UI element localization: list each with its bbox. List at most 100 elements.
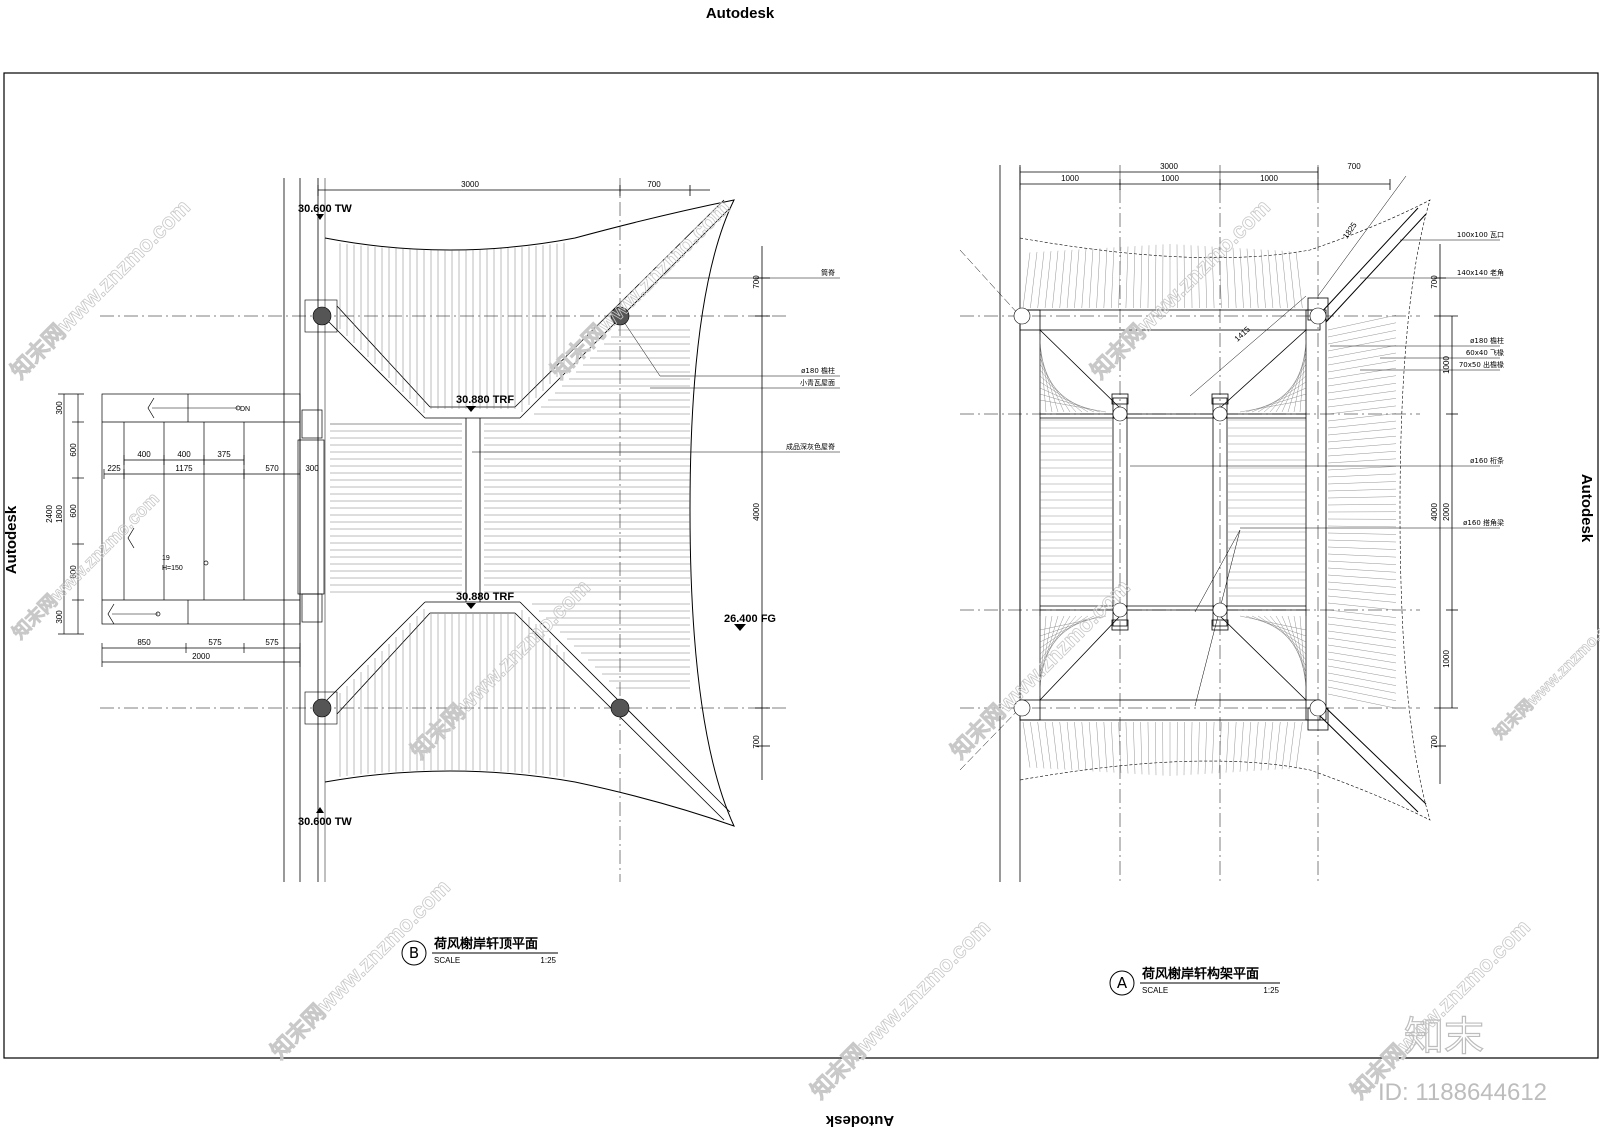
plan-a-text: 3000 700 1000 1000 1000 1825 1415 700 40… [1061, 162, 1504, 749]
svg-text:知末网www.znzmo.com: 知末网www.znzmo.com [1086, 194, 1275, 383]
svg-text:1415: 1415 [1233, 324, 1253, 343]
columns-a [1013, 307, 1327, 717]
svg-text:荷风榭岸轩构架平面: 荷风榭岸轩构架平面 [1141, 966, 1259, 982]
svg-text:700: 700 [752, 735, 761, 749]
svg-text:ø160 搭角梁: ø160 搭角梁 [1463, 518, 1504, 527]
column-a-inner1 [1112, 406, 1128, 422]
svg-text:知末网www.znzmo.com: 知末网www.znzmo.com [806, 914, 995, 1103]
svg-text:1000: 1000 [1442, 650, 1451, 668]
title-block-b: B 荷风榭岸轩顶平面 SCALE 1:25 [401, 936, 558, 966]
svg-text:A: A [1117, 974, 1128, 992]
svg-text:300: 300 [55, 401, 64, 415]
column-a-sw [1013, 699, 1031, 717]
svg-text:700: 700 [647, 180, 661, 189]
autodesk-label-bottom: Autodesk [825, 1112, 894, 1129]
svg-text:小青瓦屋面: 小青瓦屋面 [800, 378, 835, 387]
svg-text:2000: 2000 [192, 652, 210, 661]
column-a-inner3 [1112, 602, 1128, 618]
svg-text:ø160 桁条: ø160 桁条 [1470, 456, 1504, 465]
stair-detail [58, 393, 325, 667]
svg-text:筒脊: 筒脊 [821, 268, 835, 277]
svg-text:140x140 老角: 140x140 老角 [1457, 268, 1504, 277]
svg-text:100x100 瓦口: 100x100 瓦口 [1457, 231, 1504, 239]
framing-plan-a [959, 165, 1500, 882]
svg-text:60x40 飞椽: 60x40 飞椽 [1466, 348, 1504, 357]
svg-text:B: B [409, 944, 419, 962]
svg-text:575: 575 [265, 638, 279, 647]
svg-text:600: 600 [69, 565, 78, 579]
rafter-hatching [1022, 244, 1397, 776]
sheet-border [3, 72, 1599, 1059]
svg-text:知末网www.znzmo.com: 知末网www.znzmo.com [6, 194, 195, 383]
svg-text:H=150: H=150 [162, 565, 183, 572]
svg-text:SCALE: SCALE [1142, 986, 1168, 995]
svg-text:30.600 TW: 30.600 TW [298, 203, 352, 215]
svg-text:570: 570 [265, 464, 279, 473]
column-a-inner2 [1212, 406, 1228, 422]
svg-text:600: 600 [69, 504, 78, 518]
autodesk-label-right: Autodesk [1578, 474, 1595, 543]
roof-tile-hatching [330, 242, 690, 778]
stair-detail-text: 2400 300 600 1800 600 600 300 400 400 37… [45, 401, 319, 661]
svg-text:26.400 FG: 26.400 FG [724, 613, 776, 625]
svg-text:400: 400 [177, 450, 191, 459]
svg-text:4000: 4000 [752, 503, 761, 521]
svg-text:850: 850 [137, 638, 151, 647]
svg-text:1000: 1000 [1061, 174, 1079, 183]
svg-text:知末网www.znzmo.com: 知末网www.znzmo.com [1346, 914, 1535, 1103]
svg-text:SCALE: SCALE [434, 956, 460, 965]
svg-text:375: 375 [217, 450, 231, 459]
svg-text:1825: 1825 [1341, 220, 1359, 240]
svg-text:知末网www.znzmo.com: 知末网www.znzmo.com [266, 874, 455, 1063]
svg-text:1000: 1000 [1161, 174, 1179, 183]
svg-text:1800: 1800 [55, 505, 64, 523]
svg-text:19: 19 [162, 555, 170, 562]
svg-text:30.600 TW: 30.600 TW [298, 816, 352, 828]
autodesk-label-left: Autodesk [3, 505, 20, 574]
svg-text:600: 600 [69, 443, 78, 457]
svg-text:700: 700 [752, 275, 761, 289]
svg-text:70x50 出檐椽: 70x50 出檐椽 [1459, 360, 1504, 369]
column-a-ne [1309, 307, 1327, 325]
svg-text:2000: 2000 [1442, 503, 1451, 521]
watermark-layer: 知末网www.znzmo.com 知末网www.znzmo.com 知末网www… [5, 194, 1600, 1106]
columns-b [304, 299, 630, 725]
column-nw [312, 306, 332, 326]
svg-text:荷风榭岸轩顶平面: 荷风榭岸轩顶平面 [433, 936, 538, 952]
svg-text:1000: 1000 [1442, 356, 1451, 374]
svg-text:700: 700 [1430, 275, 1439, 289]
column-a-nw [1013, 307, 1031, 325]
column-a-se [1309, 699, 1327, 717]
svg-text:4000: 4000 [1430, 503, 1439, 521]
column-ne [610, 306, 630, 326]
svg-text:成品深灰色屋脊: 成品深灰色屋脊 [786, 442, 835, 451]
column-se [610, 698, 630, 718]
roof-plan-b [100, 178, 840, 882]
plan-b-text: 3000 700 700 4000 700 筒脊 ø180 檐柱 小青瓦屋面 成… [298, 180, 835, 828]
svg-text:300: 300 [305, 464, 319, 473]
svg-text:1000: 1000 [1260, 174, 1278, 183]
svg-text:3000: 3000 [461, 180, 479, 189]
title-block-a: A 荷风榭岸轩构架平面 SCALE 1:25 [1109, 966, 1280, 996]
svg-text:知末: 知末 [1404, 1014, 1484, 1060]
autodesk-label-top: Autodesk [706, 5, 775, 22]
svg-text:225: 225 [107, 464, 121, 473]
svg-text:DN: DN [240, 406, 250, 413]
column-sw [312, 698, 332, 718]
svg-text:700: 700 [1347, 162, 1361, 171]
svg-text:575: 575 [208, 638, 222, 647]
svg-text:ø180 檐柱: ø180 檐柱 [1470, 336, 1504, 345]
elevation-markers-b [316, 214, 746, 813]
svg-text:ID: 1188644612: ID: 1188644612 [1378, 1079, 1547, 1106]
svg-text:400: 400 [137, 450, 151, 459]
column-a-inner4 [1212, 602, 1228, 618]
svg-text:3000: 3000 [1160, 162, 1178, 171]
svg-text:2400: 2400 [45, 505, 54, 523]
svg-text:30.880 TRF: 30.880 TRF [456, 591, 514, 603]
svg-text:30.880 TRF: 30.880 TRF [456, 394, 514, 406]
svg-text:知末网www.znzmo.com: 知末网www.znzmo.com [946, 574, 1135, 763]
svg-text:700: 700 [1430, 735, 1439, 749]
svg-text:知末网www.znzmo.com: 知末网www.znzmo.com [8, 488, 163, 643]
svg-text:1:25: 1:25 [540, 956, 556, 965]
svg-text:知末网www.znzmo.com: 知末网www.znzmo.com [1489, 605, 1600, 743]
